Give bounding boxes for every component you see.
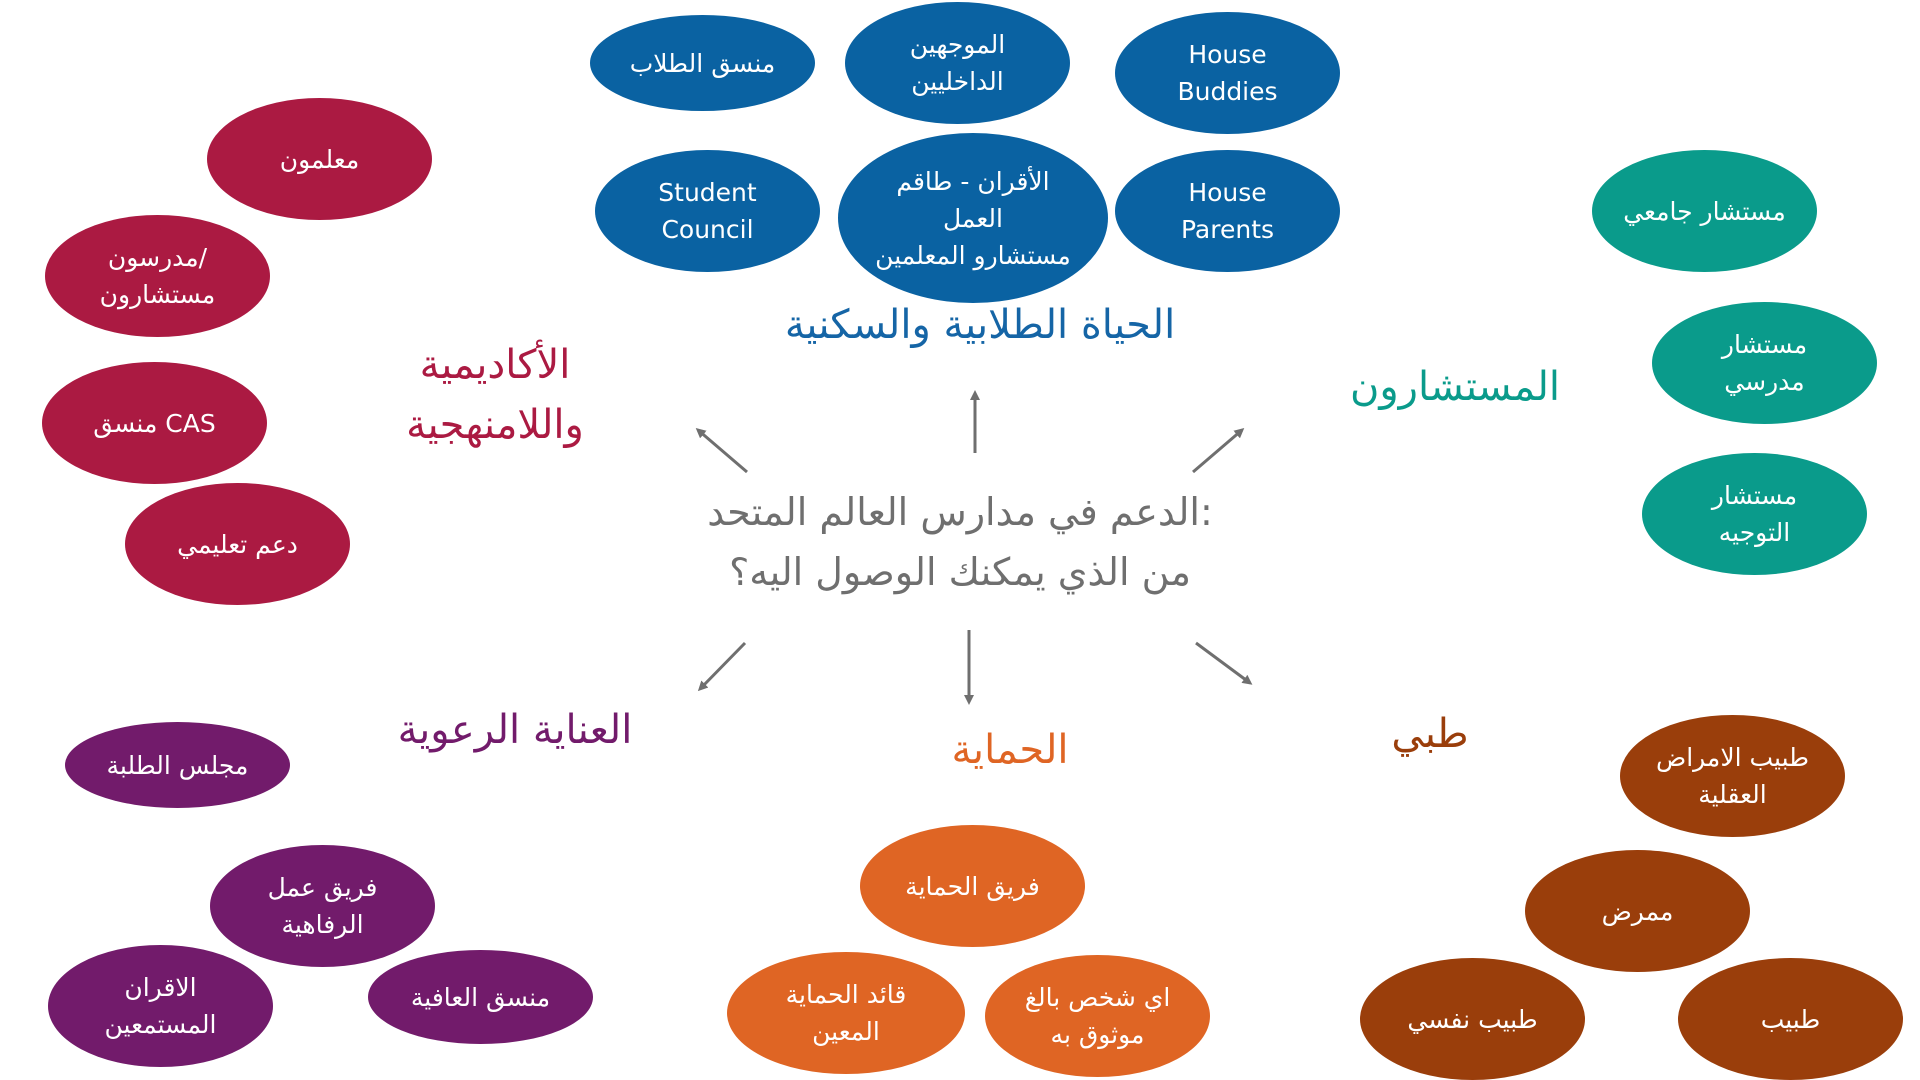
node-peer-listeners: الاقران المستمعين xyxy=(48,945,273,1067)
node-trusted-adult: اي شخص بالغ موثوق به xyxy=(985,955,1210,1077)
node-psychiatrist: طبيب الامراض العقلية xyxy=(1620,715,1845,837)
node-safeguarding-team: فريق الحماية xyxy=(860,825,1085,947)
node-house-parents: House Parents xyxy=(1115,150,1340,272)
center-question-line-2: من الذي يمكنك الوصول اليه؟ xyxy=(729,550,1191,594)
node-doctor: طبيب xyxy=(1678,958,1903,1080)
heading-counsellors: المستشارون xyxy=(1349,364,1561,410)
node-designated-safeguarding-lead: قائد الحماية المعين xyxy=(727,952,965,1074)
node-student-coordinator: منسق الطلاب xyxy=(590,15,815,111)
node-student-council-pastoral: مجلس الطلبة xyxy=(65,722,290,808)
center-question-line-1: الدعم في مدارس العالم المتحد: xyxy=(707,490,1213,534)
node-wellness-coordinator: منسق العافية xyxy=(368,950,593,1044)
heading-safeguarding: الحماية xyxy=(951,727,1069,773)
node-teachers: معلمون xyxy=(207,98,432,220)
heading-academic: الأكاديمية واللامنهجية xyxy=(406,342,584,448)
heading-medical: طبي xyxy=(1391,711,1469,757)
node-guidance-counsellor: مستشار التوجيه xyxy=(1642,453,1867,575)
heading-student-life: الحياة الطلابية والسكنية xyxy=(784,302,1176,348)
node-wellbeing-team: فريق عمل الرفاهية xyxy=(210,845,435,967)
node-tutors-advisors: مدرسون/ مستشارون xyxy=(45,215,270,337)
node-cas-coordinator: منسق CAS xyxy=(42,362,267,484)
node-nurse: ممرض xyxy=(1525,850,1750,972)
node-house-mentors: الموجهين الداخليين xyxy=(845,2,1070,124)
node-student-council: Student Council xyxy=(595,150,820,272)
arrow-down-left xyxy=(697,641,747,692)
heading-pastoral-care: العناية الرعوية xyxy=(397,707,633,753)
arrow-up-right xyxy=(1192,428,1245,474)
node-peers-staff-advisors: الأقران - طاقم العمل مستشارو المعلمين xyxy=(838,133,1108,303)
node-house-buddies: House Buddies xyxy=(1115,12,1340,134)
node-psychologist: طبيب نفسي xyxy=(1360,958,1585,1080)
node-university-counsellor: مستشار جامعي xyxy=(1592,150,1817,272)
node-learning-support: دعم تعليمي xyxy=(125,483,350,605)
node-school-counsellor: مستشار مدرسي xyxy=(1652,302,1877,424)
arrow-up-left xyxy=(695,428,748,474)
center-question: الدعم في مدارس العالم المتحد: من الذي يم… xyxy=(650,482,1270,602)
arrow-down-right xyxy=(1195,641,1253,685)
